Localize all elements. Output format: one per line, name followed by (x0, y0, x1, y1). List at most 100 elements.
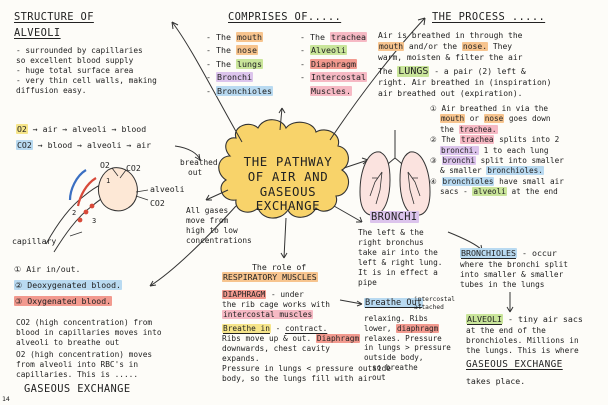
process-step-line: ② The trachea splits into 2 (430, 135, 564, 145)
word-bronchi: bronchi (441, 156, 476, 166)
resp-title-1: The role of (252, 262, 307, 272)
breathed-out-line: breathed (180, 158, 218, 167)
breathe-in-label: Breathe in (222, 324, 271, 333)
diagram-label-n1: 1 (106, 177, 111, 185)
breathe-in-line: Pressure in lungs < pressure outside (222, 363, 391, 373)
word-alveoli: Alveoli (310, 45, 347, 56)
alveoli-title: ALVEOLI - tiny air sacs (466, 314, 583, 324)
o2-text-line: from alveoli into RBC's in (16, 359, 139, 369)
word-bronchioles: bronchioles. (486, 166, 544, 176)
diagram-label-o2: O2 (100, 160, 110, 170)
process-step-line: ③ bronchi split into smaller (430, 156, 564, 166)
word-trachea: trachea. (458, 124, 498, 134)
text: have small air (499, 176, 564, 186)
process-line: The LUNGS - a pair (2) left & (378, 66, 551, 77)
text: ③ (430, 156, 437, 166)
process-line: air breathed out (expiration). (378, 89, 523, 98)
bronchi-line: The left & the (358, 228, 424, 237)
comprises-item-bronchioles: - Bronchioles (206, 85, 273, 98)
text: - under (270, 290, 304, 299)
center-title-line: THE PATHWAY (243, 154, 333, 169)
comprises-item-trachea: - The trachea (300, 31, 367, 44)
structure-bullets: - surrounded by capillaries so excellent… (16, 46, 157, 96)
alveoli-gaseous: GASEOUS EXCHANGE (466, 359, 563, 370)
o2-text-line: O2 (high concentration) moves (16, 350, 153, 359)
center-title-line: OF AIR AND (247, 168, 329, 184)
comprises-item-mouth: - The mouth (206, 31, 273, 44)
word-intercostal: Intercostal (310, 72, 367, 83)
o2-path-line: O2 → air → alveoli → blood (16, 124, 146, 134)
structure-title: STRUCTURE OF (14, 11, 94, 23)
text: - a pair (2) left & (434, 67, 526, 76)
word-diaphragm: Diaphragm (310, 58, 357, 69)
word-diaphragm: DIAPHRAGM (222, 290, 267, 299)
process-step-line: the trachea. (430, 124, 564, 135)
word-bronchi: Bronchi (216, 72, 253, 83)
co2-path: → blood → alveoli → air (37, 140, 152, 150)
structure-bullet: - very thin cell walls, making (16, 75, 157, 85)
comprises-item-intercostal: - Intercostal (300, 71, 367, 84)
comprises-right-list: - The trachea - Alveoli - Diaphragm - In… (300, 31, 367, 98)
resp-title-2: RESPIRATORY MUSCLES (222, 272, 318, 282)
word-diaphragm: Diaphragm (315, 333, 361, 343)
text: and/or the (408, 42, 458, 51)
bronchi-line: left & right lung. (358, 257, 443, 267)
co2-gas-label: CO2 (16, 140, 33, 150)
arrow-to-structure (171, 21, 243, 143)
process-step-line: ④ bronchioles have small air (430, 176, 564, 187)
comprises-item-diaphragm: - Diaphragm (300, 58, 367, 71)
center-title-line: EXCHANGE (255, 198, 321, 214)
breathe-out-line: lower, diaphragm (364, 323, 451, 334)
co2-diffusion-text: CO2 (high concentration) from blood in c… (16, 318, 162, 348)
co2-text-line: alveoli to breathe out (16, 337, 120, 347)
breathe-out-line: in lungs > pressure (364, 343, 451, 353)
word-trachea: trachea (329, 32, 367, 42)
co2-path-line: CO2 → blood → alveoli → air (16, 140, 151, 150)
alveoli-title-text: ALVEOLI (466, 314, 503, 324)
breathe-out-title-text: Breathe Out (364, 298, 423, 308)
text: split into smaller (480, 156, 564, 166)
arrow-to-breathe-out (339, 299, 363, 305)
bronchi-line: right bronchus (358, 237, 424, 247)
comprises-item-bronchi: - Bronchi (206, 71, 273, 84)
dash: - The (300, 32, 325, 42)
word-intercostal-muscles: intercostal muscles (222, 309, 314, 319)
arrow-to-diffusion (205, 189, 229, 201)
breathe-out-text: relaxing. Ribs lower, diaphragm relaxes.… (364, 314, 451, 383)
structure-bullet: - surrounded by capillaries (16, 46, 143, 55)
center-title-line: GASEOUS (259, 183, 317, 199)
bronchi-title: BRONCHI (370, 211, 419, 223)
word-nose: nose (483, 114, 505, 124)
word-muscles: Muscles. (310, 85, 352, 96)
text: goes down (508, 114, 551, 124)
comprises-title: COMPRISES OF..... (228, 11, 342, 23)
process-title: THE PROCESS ..... (432, 11, 546, 23)
text: splits into 2 (499, 135, 560, 145)
diffusion-line: high to low (186, 225, 238, 235)
resp-title-2-text: RESPIRATORY MUSCLES (222, 272, 318, 282)
diaphragm-line: intercostal muscles (222, 309, 330, 320)
diffusion-line: All gases (186, 206, 229, 215)
bronchi-text: The left & the right bronchus take air i… (358, 228, 443, 287)
arrow-to-lungs (343, 159, 369, 169)
alveoli-last-line: takes place. (466, 376, 526, 386)
key-item-2: ② Deoxygenated blood. (14, 280, 122, 290)
center-title: THE PATHWAY OF AIR AND GASEOUS EXCHANGE (218, 154, 358, 214)
breathe-in-line: expands. (222, 353, 260, 363)
gaseous-exchange-heading: GASEOUS EXCHANGE (24, 383, 131, 395)
breathe-out-title: Breathe Out (364, 298, 423, 308)
structure-bullet: diffusion easy. (16, 85, 87, 95)
word-lungs: lungs (235, 58, 263, 69)
arrow-to-key (149, 205, 237, 287)
bronchi-line: It is in effect a (358, 267, 438, 277)
word-mouth: mouth (440, 114, 466, 124)
alveolus-illustration (45, 167, 149, 253)
alveoli-line: bronchioles. Millions in (466, 335, 579, 345)
word-mouth: mouth (378, 42, 405, 51)
dash: - (206, 72, 211, 83)
process-lungs: The LUNGS - a pair (2) left & right. Air… (378, 66, 551, 99)
key-item-2-text: ② Deoxygenated blood. (14, 280, 122, 290)
dash: - (300, 58, 305, 69)
breathe-out-line: relaxes. Pressure (364, 333, 442, 343)
